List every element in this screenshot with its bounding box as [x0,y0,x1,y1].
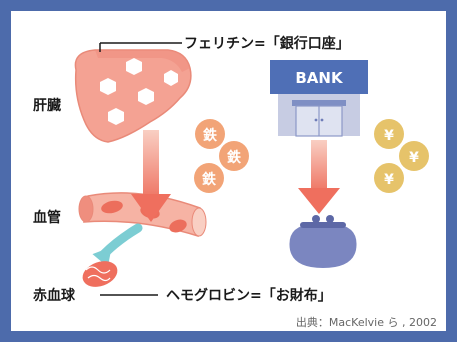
iron-coin-label: 鉄 [202,171,217,188]
vessel-label: 血管 [33,209,61,226]
liver-iron-hex [126,58,142,75]
rbc-label: 赤血球 [33,287,76,304]
yen-coin-label: ¥ [384,172,394,188]
red-blood-cell-illustration [82,261,118,287]
liver-iron-hex [100,78,116,95]
liver-callout-label: フェリチン=「銀行口座」 [184,35,350,52]
liver-illustration [74,49,192,143]
yen-coins: ¥ ¥ ¥ [374,119,429,193]
rbc-callout-label: ヘモグロビン=「お財布」 [166,287,332,304]
iron-coins: 鉄 鉄 鉄 [194,119,249,193]
yen-coin-label: ¥ [384,128,394,144]
blood-vessel-illustration [78,192,207,237]
iron-coin-label: 鉄 [227,149,242,166]
bank-illustration: BANK [270,60,368,137]
liver-iron-hex [108,108,124,125]
bank-to-wallet-arrow [298,140,340,214]
liver-iron-hex [164,70,178,86]
bank-sign-label: BANK [295,69,344,87]
liver-to-vessel-arrow [131,130,171,222]
wallet-illustration [289,215,357,268]
yen-coin-label: ¥ [409,150,419,166]
liver-iron-hex [138,88,154,105]
vessel-to-rbc-arrow [92,223,143,268]
citation: 出典：MacKelvie ら , 2002 [296,315,437,329]
liver-label: 肝臓 [33,97,61,114]
iron-coin-label: 鉄 [203,127,218,144]
